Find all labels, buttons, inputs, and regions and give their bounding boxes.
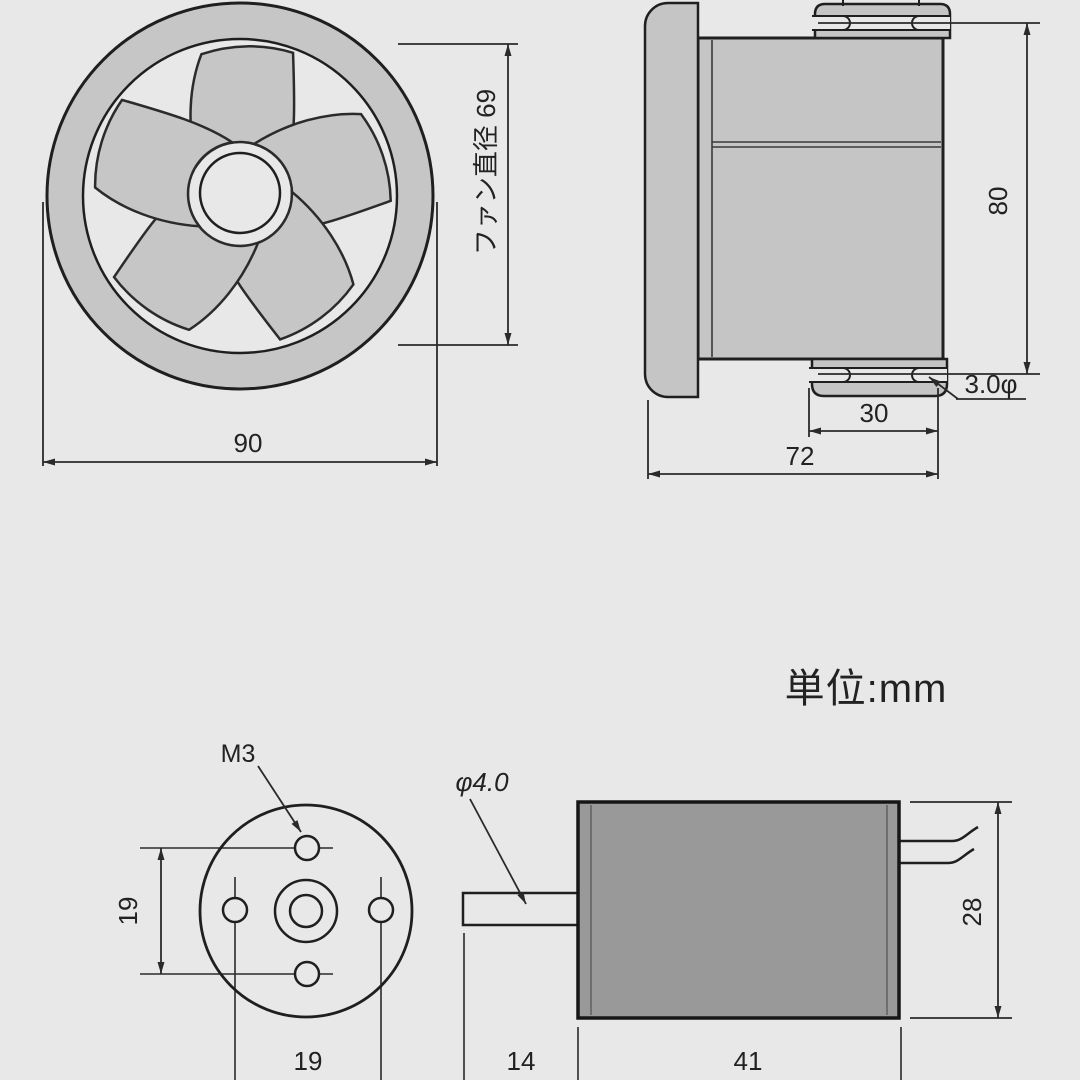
dim-shaft-length: 14 [507, 1046, 536, 1076]
mount-shaft-hole [288, 893, 324, 929]
dim-motor-height: 28 [957, 898, 987, 927]
motor-mount-view: M3 19 19 [113, 740, 414, 1080]
fan-blade [112, 182, 261, 332]
dim-69-lines [398, 43, 518, 346]
dim-fan-diameter-label: ファン直径 69 [471, 89, 501, 255]
fan-blade [93, 98, 236, 228]
fan-side-view: 80 3.0φ 30 72 [643, 0, 1040, 479]
motor-side-view: φ4.0 28 14 41 [455, 767, 1012, 1080]
fan-blade [213, 189, 355, 341]
dim-72-lines [647, 400, 939, 479]
dim-hole-pitch-vertical: 19 [113, 897, 143, 926]
dim-slot-diameter: 3.0φ [964, 369, 1017, 399]
dim-motor-length: 41 [734, 1046, 763, 1076]
bottom-slot-end-right [911, 367, 920, 383]
dim-90-lines [42, 202, 438, 466]
thread-size-label: M3 [221, 740, 256, 768]
leader-slot-diameter [928, 376, 1026, 400]
fan-hub [198, 151, 282, 235]
fan-housing-body [696, 36, 945, 361]
unit-note: 単位:mm [785, 667, 948, 711]
mount-hole-top [293, 834, 321, 862]
bottom-slot-band [809, 368, 947, 382]
mount-hole-bottom [293, 960, 321, 988]
mount-hole-left [221, 896, 249, 924]
dim-hole-pitch-horizontal: 19 [294, 1046, 323, 1076]
fan-blade [250, 112, 392, 233]
motor-bottom-extension-lines [463, 933, 902, 1080]
mount-centerlines [140, 847, 382, 1080]
fan-blades [93, 45, 392, 341]
bell-mouth-flange [643, 1, 700, 399]
bottom-slot-end-left [842, 367, 851, 383]
dim-fan-outer-diameter: 90 [234, 428, 263, 458]
motor-body [576, 800, 901, 1020]
mount-plate-circle [198, 803, 414, 1019]
dim-housing-depth: 72 [786, 441, 815, 471]
dim-slot-spacing: 30 [860, 398, 889, 428]
motor-lead-wires [900, 825, 979, 865]
shaft-leader-arrow [469, 798, 527, 905]
thread-leader-arrow [257, 765, 302, 833]
motor-shaft [461, 891, 580, 927]
dim-housing-height: 80 [983, 187, 1013, 216]
dim-80-lines [818, 22, 1040, 375]
dim-30-lines [808, 388, 939, 437]
fan-front-view: 90 ファン直径 69 [42, 1, 518, 466]
dim-shaft-diameter: φ4.0 [455, 767, 509, 797]
mount-hole-right [367, 896, 395, 924]
dim-28-lines [910, 801, 1012, 1019]
